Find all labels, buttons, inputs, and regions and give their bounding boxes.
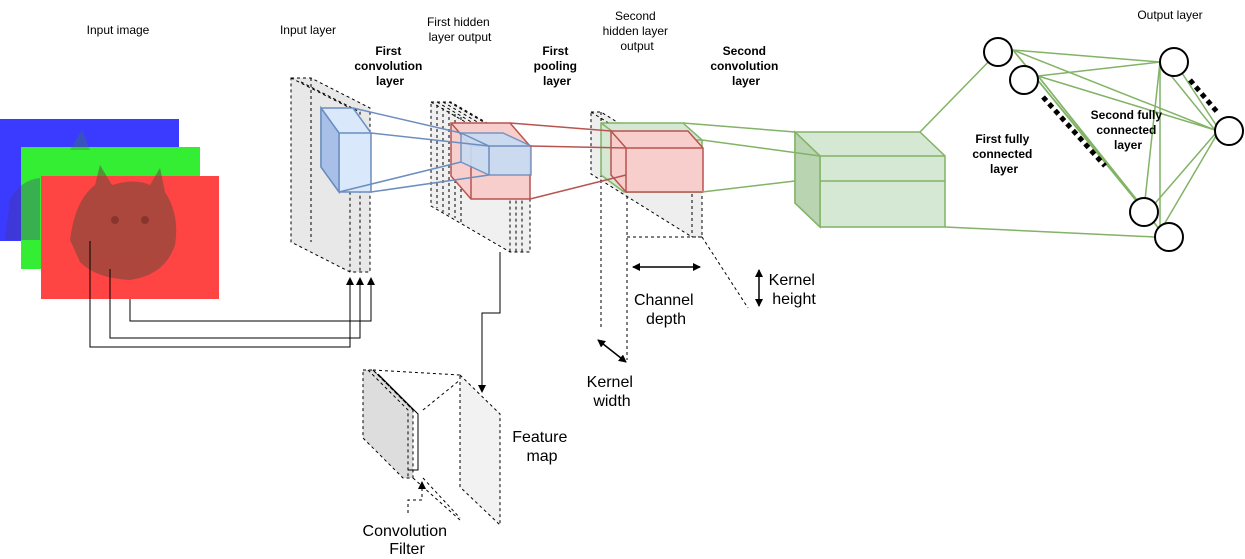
kernel-width-arrow (597, 339, 627, 363)
second-conv-connections (682, 122, 821, 193)
ellipsis-dots (1041, 95, 1107, 168)
neuron (1214, 116, 1244, 146)
pool-connections (509, 122, 627, 200)
label-second-fc: Second fully connected layer (1091, 108, 1166, 152)
label-kernel-height: Kernel height (769, 272, 820, 308)
dimension-guides (627, 236, 749, 309)
neuron (983, 37, 1013, 67)
label-feature-map: Feature map (512, 429, 572, 465)
label-first-conv: First convolution layer (354, 44, 425, 88)
ellipsis-dots (1188, 78, 1220, 115)
neuron (1154, 222, 1184, 252)
input-arrows (89, 241, 375, 348)
label-first-fc: First fully connected layer (972, 132, 1035, 176)
second-fc-neurons (1129, 47, 1220, 252)
neuron (1129, 197, 1159, 227)
label-first-pool: First pooling layer (534, 44, 581, 88)
label-channel-depth: Channel depth (634, 292, 698, 328)
feature-map-arrow (478, 252, 501, 393)
cat-photo (5, 130, 177, 280)
first-fc-neurons (983, 37, 1107, 168)
label-first-hidden: First hidden layer output (427, 15, 493, 44)
second-conv-block (794, 130, 946, 229)
fc-connections (919, 49, 1219, 238)
label-conv-filter: Convolution Filter (363, 523, 452, 558)
pool-kernel-red-2 (610, 130, 704, 193)
neuron (1009, 65, 1039, 95)
neuron (1159, 47, 1189, 77)
label-output-layer: Output layer (1137, 8, 1202, 22)
dimension-arrows (597, 263, 763, 363)
label-second-conv: Second convolution layer (710, 44, 781, 88)
label-second-hidden: Second hidden layer output (603, 9, 672, 53)
output-neurons (1214, 116, 1244, 146)
label-kernel-width: Kernel width (587, 374, 638, 410)
label-input-layer: Input layer (280, 23, 336, 37)
label-input-image: Input image (87, 23, 150, 37)
feature-map-inset (362, 369, 501, 527)
first-conv-connections (338, 107, 490, 193)
input-image (0, 119, 219, 299)
